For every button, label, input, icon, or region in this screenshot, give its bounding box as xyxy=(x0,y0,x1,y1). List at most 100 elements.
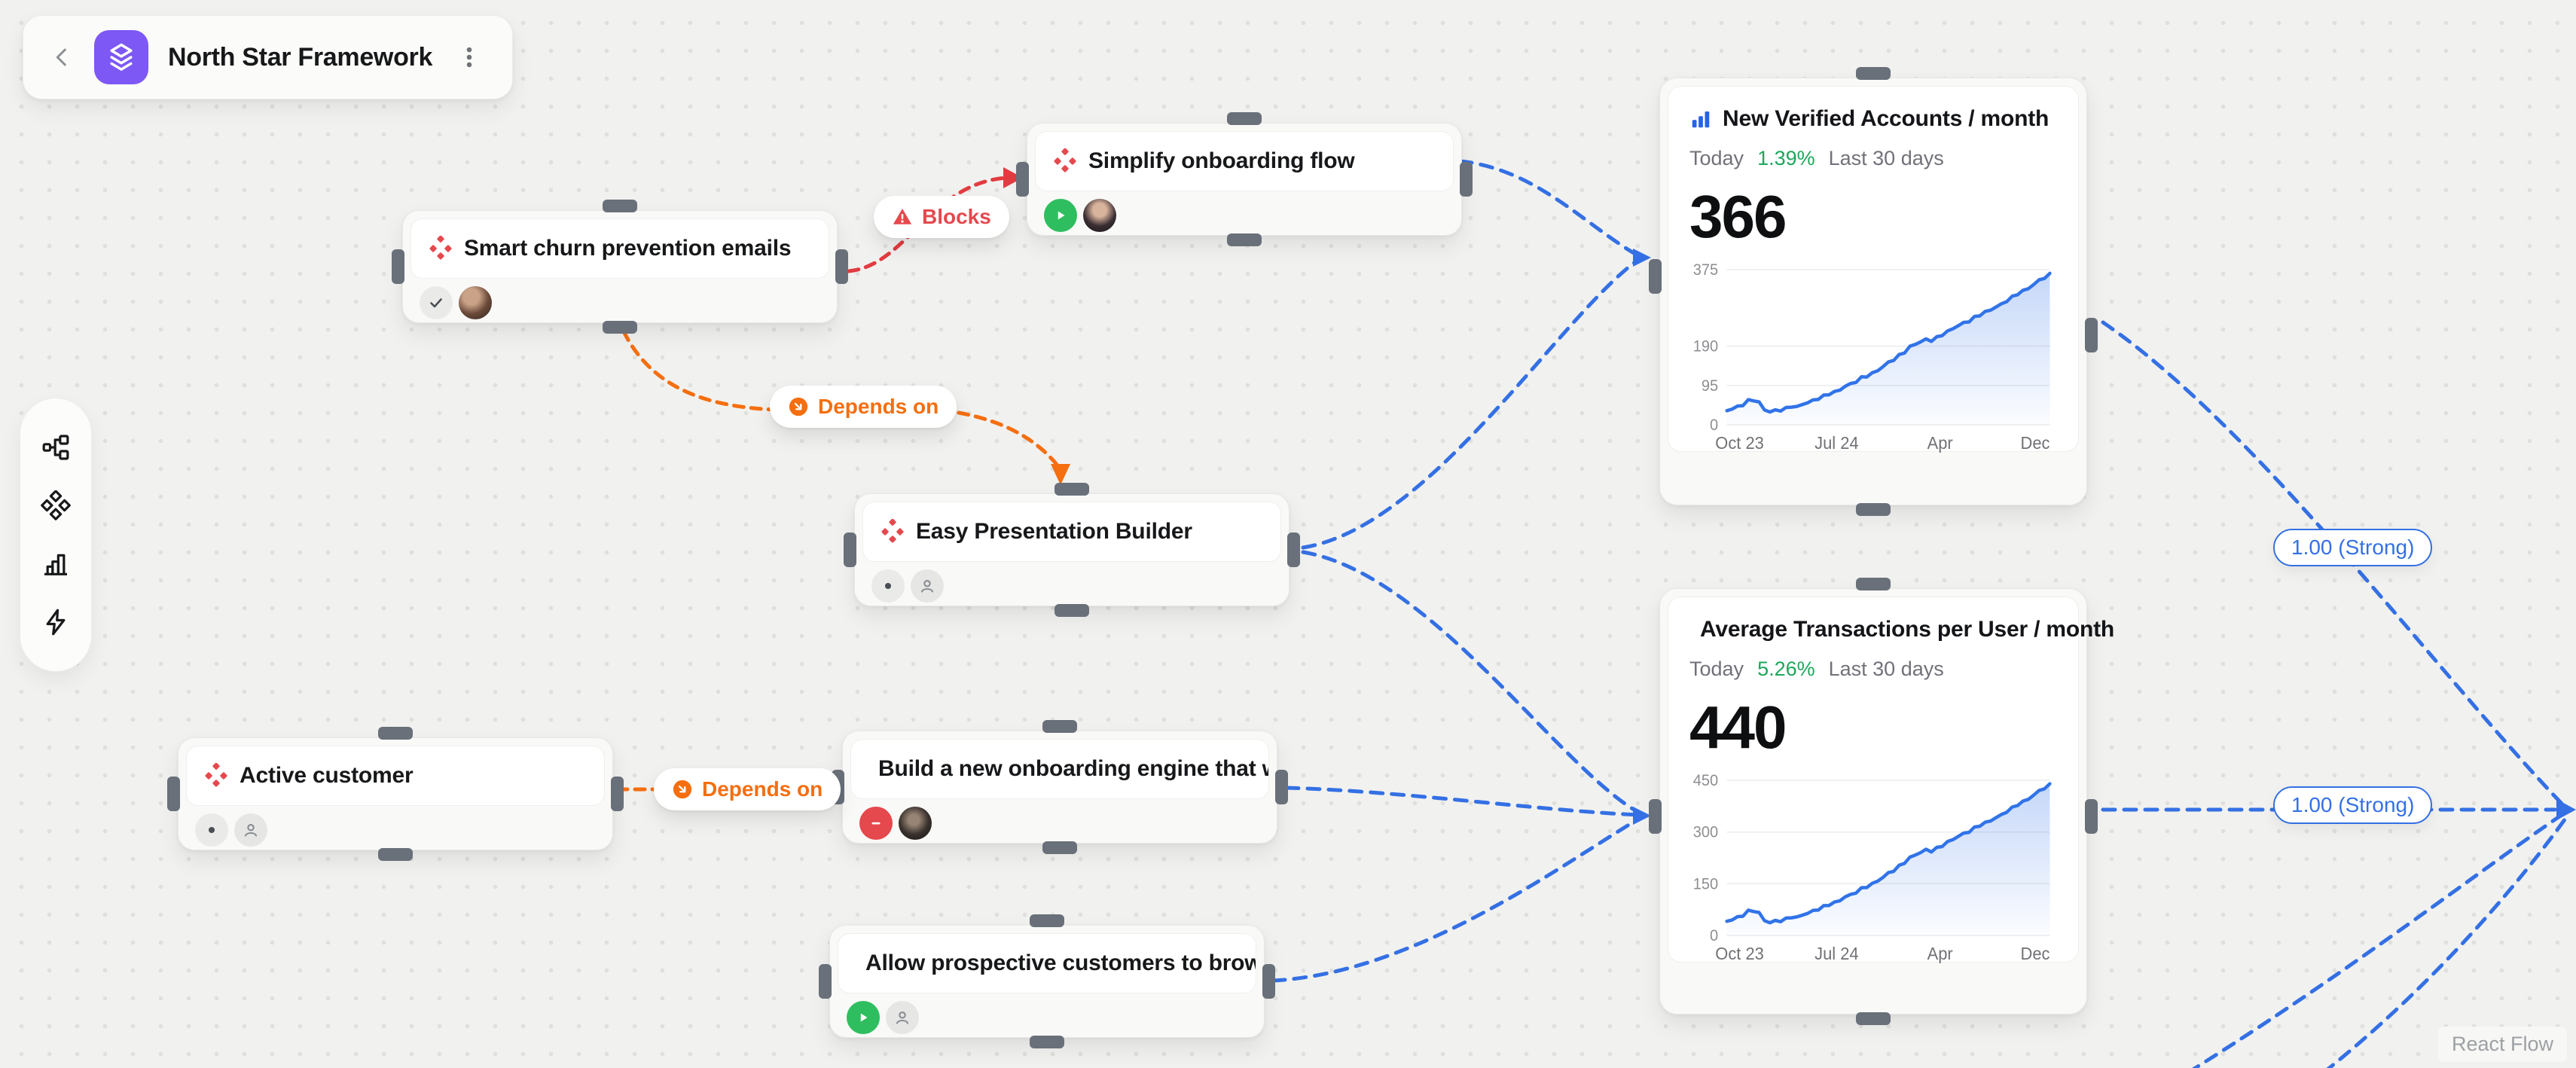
handle-bottom[interactable] xyxy=(1055,604,1089,617)
svg-text:Apr: Apr xyxy=(1927,434,1954,453)
handle-top[interactable] xyxy=(1856,67,1891,80)
handle-right[interactable] xyxy=(1262,964,1275,999)
svg-text:Oct 23: Oct 23 xyxy=(1715,944,1764,964)
assignee-avatar xyxy=(899,807,932,840)
svg-text:Oct 23: Oct 23 xyxy=(1715,434,1764,453)
svg-text:0: 0 xyxy=(1710,417,1718,435)
metric-period-label: Last 30 days xyxy=(1828,147,1944,169)
metric-card-average-transactions[interactable]: Average Transactions per User / month To… xyxy=(1649,578,2114,1025)
handle-left[interactable] xyxy=(844,532,856,567)
metric-today-label: Today xyxy=(1689,147,1744,169)
handle-right[interactable] xyxy=(611,777,624,811)
handle-right[interactable] xyxy=(1275,770,1288,804)
handle-bottom[interactable] xyxy=(1030,1036,1064,1048)
node-simplify-onboarding[interactable]: Simplify onboarding flow xyxy=(1016,112,1473,246)
edge-build-metric2[interactable] xyxy=(1284,786,1641,817)
edge-label-text: 1.00 (Strong) xyxy=(2291,536,2415,559)
handle-right[interactable] xyxy=(835,249,848,284)
metric-current-value: 366 xyxy=(1689,183,1787,250)
objective-diamond-icon xyxy=(881,519,904,543)
unassigned-person-icon xyxy=(911,569,944,603)
edge-label-strength-2[interactable]: 1.00 (Strong) xyxy=(2273,786,2433,824)
svg-text:375: 375 xyxy=(1693,262,1718,279)
handle-left[interactable] xyxy=(392,249,404,284)
edge-label-strength-1[interactable]: 1.00 (Strong) xyxy=(2273,529,2433,566)
toolbar-metrics-button[interactable] xyxy=(41,549,71,579)
node-title-label: Build a new onboarding engine that w… xyxy=(878,756,1269,781)
metric-current-value: 440 xyxy=(1689,694,1787,761)
node-title-label: Simplify onboarding flow xyxy=(1088,148,1355,173)
handle-left[interactable] xyxy=(1649,259,1662,294)
handle-left[interactable] xyxy=(167,777,180,811)
handle-bottom[interactable] xyxy=(1856,503,1891,516)
node-active-customer[interactable]: Active customer xyxy=(167,727,624,861)
metric-title-label: Average Transactions per User / month xyxy=(1700,617,2115,642)
more-menu-button[interactable] xyxy=(452,40,487,75)
edge-label-text: Depends on xyxy=(702,777,823,801)
handle-top[interactable] xyxy=(1856,578,1891,590)
node-easy-presentation-builder[interactable]: Easy Presentation Builder xyxy=(844,483,1300,617)
node-build-onboarding-engine[interactable]: Build a new onboarding engine that w… xyxy=(832,720,1288,854)
status-blocked-icon xyxy=(859,807,893,840)
handle-top[interactable] xyxy=(1030,914,1064,927)
handle-right[interactable] xyxy=(1460,162,1473,197)
svg-text:Dec: Dec xyxy=(2021,434,2050,453)
edge-label-depends-on-2[interactable]: Depends on xyxy=(654,768,841,810)
edge-epb-metric1[interactable] xyxy=(1301,257,1641,550)
edge-epb-metric2[interactable] xyxy=(1301,550,1641,815)
toolbar-components-button[interactable] xyxy=(41,490,71,521)
status-done-icon xyxy=(420,286,453,319)
handle-left[interactable] xyxy=(1649,799,1662,834)
edge-label-blocks[interactable]: Blocks xyxy=(874,196,1009,238)
handle-right[interactable] xyxy=(1287,532,1300,567)
app-logo-icon xyxy=(94,30,148,84)
node-title-label: Smart churn prevention emails xyxy=(464,236,792,261)
objective-diamond-icon xyxy=(429,236,452,260)
status-in-progress-icon xyxy=(1044,199,1077,232)
handle-top[interactable] xyxy=(1042,720,1077,733)
handle-bottom[interactable] xyxy=(1042,841,1077,854)
edge-simplify-metric1[interactable] xyxy=(1457,159,1641,258)
metric-card-new-verified-accounts[interactable]: New Verified Accounts / month Today 1.39… xyxy=(1649,67,2098,516)
handle-bottom[interactable] xyxy=(1227,233,1262,246)
toolbar-flow-button[interactable] xyxy=(41,432,71,462)
handle-top[interactable] xyxy=(1055,483,1089,496)
flow-icon xyxy=(42,435,69,460)
edge-allow-metric2[interactable] xyxy=(1271,816,1641,983)
depends-arrow-icon xyxy=(789,397,808,417)
node-smart-churn[interactable]: Smart churn prevention emails xyxy=(392,200,848,334)
handle-top[interactable] xyxy=(378,727,413,740)
handle-top[interactable] xyxy=(603,200,637,212)
toolbar-automation-button[interactable] xyxy=(41,607,71,637)
handle-left[interactable] xyxy=(1016,162,1029,197)
status-not-started-icon xyxy=(195,813,228,847)
assignee-avatar xyxy=(1083,199,1116,232)
handle-left[interactable] xyxy=(819,964,832,999)
svg-text:Dec: Dec xyxy=(2021,944,2050,964)
handle-bottom[interactable] xyxy=(1856,1012,1891,1025)
components-icon xyxy=(41,490,71,521)
lightning-icon xyxy=(46,609,66,636)
handle-right[interactable] xyxy=(2085,799,2098,834)
warning-icon xyxy=(893,209,912,224)
react-flow-attribution[interactable]: React Flow xyxy=(2437,1027,2567,1062)
handle-top[interactable] xyxy=(1227,112,1262,125)
chevron-left-icon xyxy=(56,48,66,66)
handle-right[interactable] xyxy=(2085,318,2098,352)
handle-bottom[interactable] xyxy=(378,848,413,861)
depends-arrow-icon xyxy=(673,780,692,799)
status-not-started-icon xyxy=(871,569,905,603)
metric-change-value: 5.26% xyxy=(1757,658,1815,680)
node-allow-prospective-customers[interactable]: Allow prospective customers to brow… xyxy=(819,914,1275,1048)
svg-text:0: 0 xyxy=(1710,927,1718,945)
edge-label-text: Depends on xyxy=(818,395,939,418)
status-in-progress-icon xyxy=(847,1001,880,1034)
handle-bottom[interactable] xyxy=(603,321,637,334)
back-button[interactable] xyxy=(49,44,75,70)
objective-diamond-icon xyxy=(205,763,227,787)
node-title-label: Allow prospective customers to brow… xyxy=(865,951,1256,975)
edge-label-depends-on-1[interactable]: Depends on xyxy=(770,386,957,428)
